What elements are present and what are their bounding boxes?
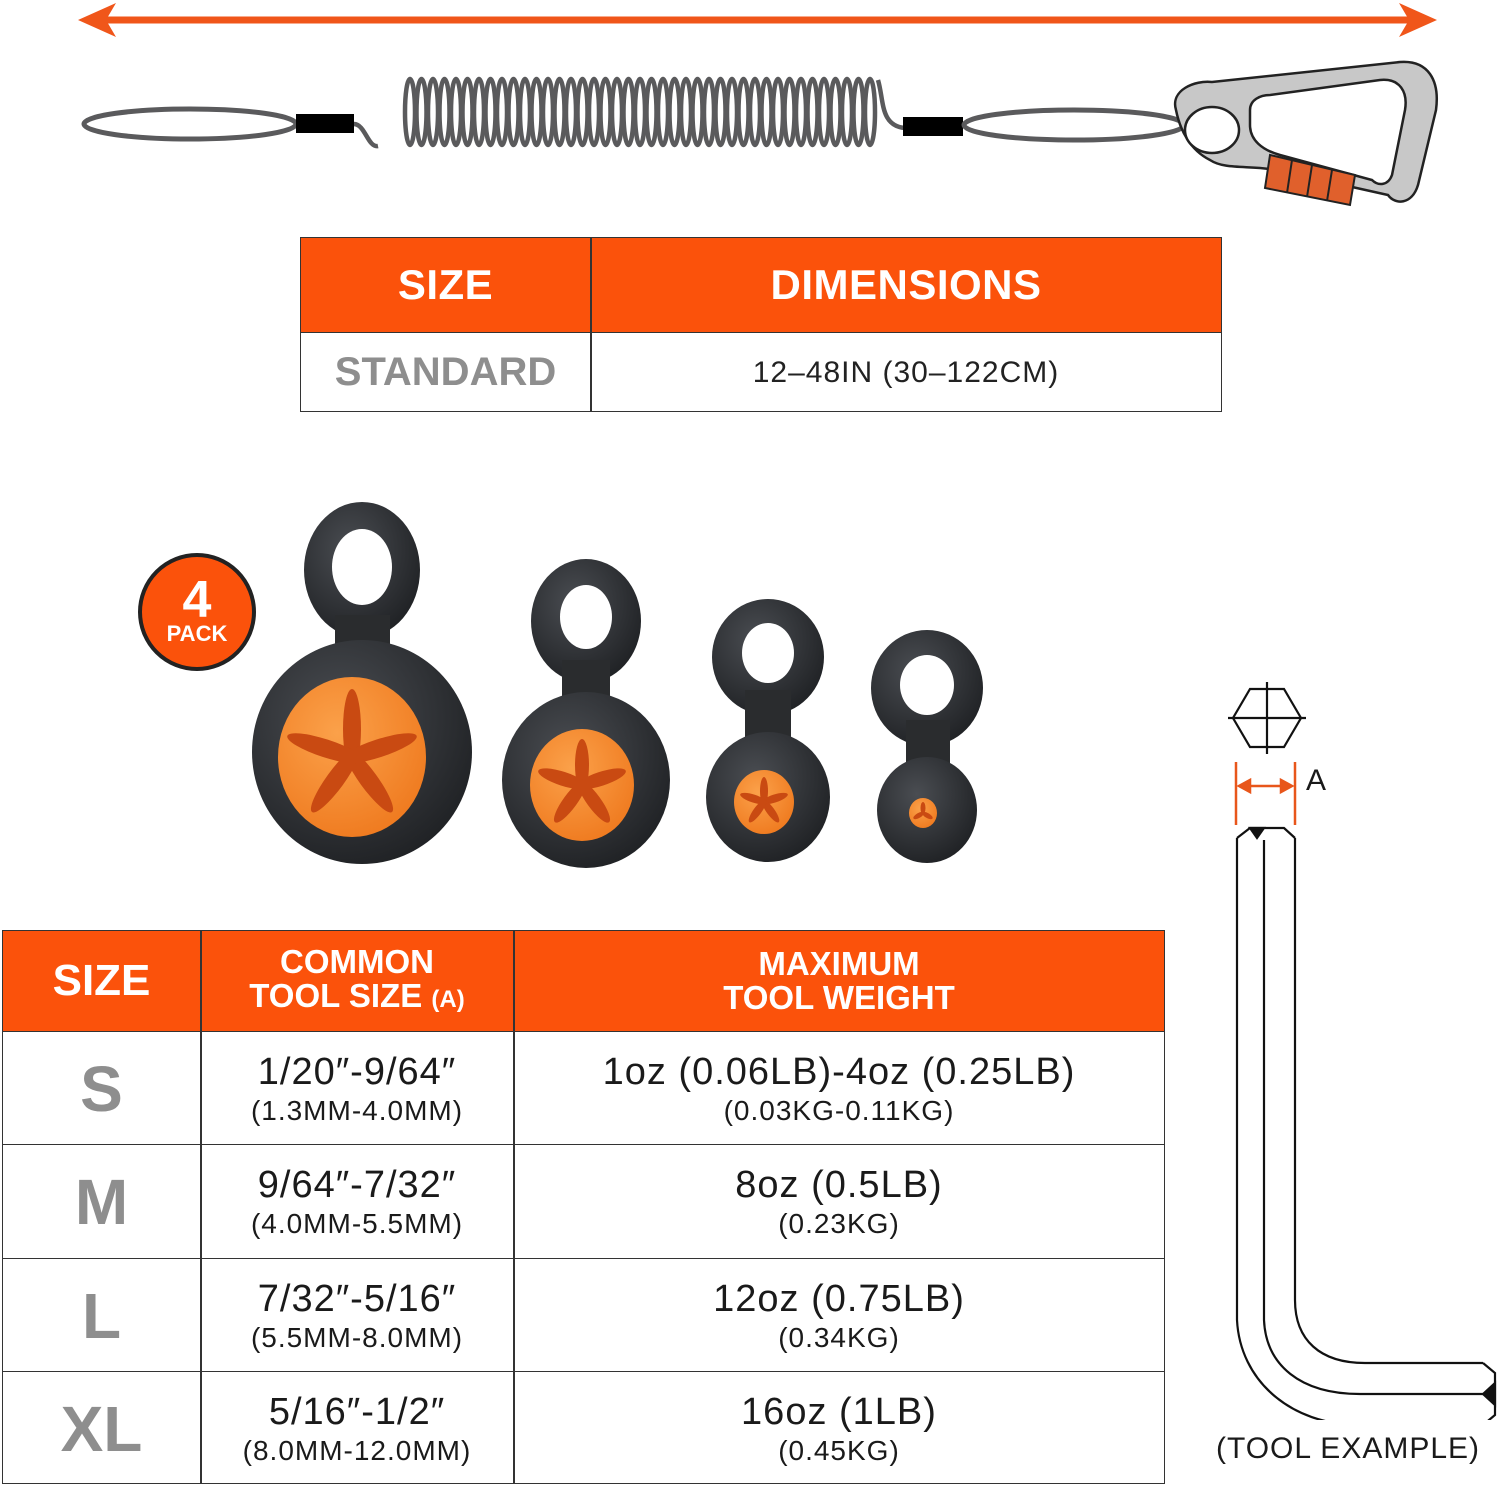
header-tool-size-text: TOOL SIZE — [249, 977, 423, 1014]
header-dimensions: DIMENSIONS — [770, 261, 1042, 308]
size-m: M — [74, 1165, 129, 1238]
tether-s-icon — [871, 630, 983, 863]
tool-size-in: 9/64″-7/32″ — [257, 1163, 457, 1206]
header-tool-size-line2: TOOL SIZE (A) — [249, 979, 464, 1017]
header-tool-size-line1: COMMON — [280, 943, 434, 980]
tool-size-in: 1/20″-9/64″ — [257, 1050, 457, 1093]
column-divider — [513, 931, 515, 1483]
column-divider — [200, 931, 202, 1483]
double-arrow-icon — [78, 3, 1437, 37]
table-row: XL 5/16″-1/2″ (8.0MM-12.0MM) 16oz (1LB) … — [3, 1371, 1164, 1485]
tether-m-icon — [706, 599, 830, 862]
badge-number: 4 — [183, 571, 212, 629]
dimension-table: SIZE DIMENSIONS STANDARD 12–48IN (30–122… — [300, 237, 1222, 412]
tether-xl-icon — [252, 502, 472, 864]
size-xl: XL — [60, 1392, 143, 1465]
header-weight-line2: TOOL WEIGHT — [723, 979, 955, 1016]
max-weight: 1oz (0.06LB)-4oz (0.25LB) — [602, 1050, 1076, 1093]
max-weight-kg: (0.03KG-0.11KG) — [723, 1094, 955, 1126]
hex-cross-section-icon — [1228, 682, 1306, 754]
size-l: L — [81, 1279, 122, 1352]
max-weight-kg: (0.34KG) — [778, 1321, 900, 1353]
hex-key-body-icon — [1235, 826, 1497, 1420]
header-size: SIZE — [397, 261, 494, 308]
right-loop-icon — [903, 107, 1187, 143]
size-table-header: SIZE COMMON TOOL SIZE (A) MAXIMUM TOOL W… — [3, 931, 1164, 1031]
size-standard: STANDARD — [334, 350, 557, 394]
dimension-a-arrow-icon — [1234, 762, 1297, 825]
badge-label: PACK — [167, 621, 228, 646]
header-size: SIZE — [52, 956, 151, 1005]
table-row: L 7/32″-5/16″ (5.5MM-8.0MM) 12oz (0.75LB… — [3, 1258, 1164, 1372]
column-divider — [590, 238, 592, 411]
dimension-value: 12–48IN (30–122CM) — [752, 355, 1060, 389]
four-pack-badge: 4 PACK — [138, 553, 256, 671]
max-weight: 8oz (0.5LB) — [735, 1163, 943, 1206]
left-loop-icon — [81, 106, 354, 142]
coil-lanyard-illustration — [78, 3, 1438, 207]
tool-example-caption: (TOOL EXAMPLE) — [1215, 1432, 1481, 1465]
max-weight: 12oz (0.75LB) — [713, 1277, 965, 1320]
tool-size-mm: (1.3MM-4.0MM) — [250, 1094, 464, 1126]
header-weight-line1: MAXIMUM — [758, 945, 920, 982]
carabiner-icon — [1173, 60, 1438, 207]
tool-size-in: 5/16″-1/2″ — [268, 1390, 446, 1433]
table-row: M 9/64″-7/32″ (4.0MM-5.5MM) 8oz (0.5LB) … — [3, 1144, 1164, 1258]
dimension-a-label: A — [1306, 764, 1327, 797]
size-s: S — [80, 1052, 123, 1125]
locking-sleeve-icon — [1263, 153, 1357, 207]
max-weight-kg: (0.23KG) — [778, 1207, 900, 1239]
tether-l-icon — [502, 559, 670, 868]
table-row: S 1/20″-9/64″ (1.3MM-4.0MM) 1oz (0.06LB)… — [3, 1031, 1164, 1145]
tool-size-in: 7/32″-5/16″ — [257, 1277, 457, 1320]
tool-tether-set-illustration: 4 PACK — [138, 502, 983, 868]
size-table: SIZE COMMON TOOL SIZE (A) MAXIMUM TOOL W… — [2, 930, 1165, 1484]
table-row: STANDARD 12–48IN (30–122CM) — [301, 332, 1221, 412]
tool-size-mm: (5.5MM-8.0MM) — [250, 1321, 464, 1353]
tool-size-mm: (4.0MM-5.5MM) — [250, 1207, 464, 1239]
max-weight: 16oz (1LB) — [741, 1390, 937, 1433]
header-tool-size-suffix: (A) — [431, 986, 465, 1013]
coil-cord-icon — [353, 76, 906, 149]
max-weight-kg: (0.45KG) — [778, 1434, 900, 1466]
dimension-table-header: SIZE DIMENSIONS — [301, 238, 1221, 332]
tool-size-mm: (8.0MM-12.0MM) — [242, 1434, 472, 1466]
hex-key-tool-illustration — [1228, 682, 1497, 1420]
